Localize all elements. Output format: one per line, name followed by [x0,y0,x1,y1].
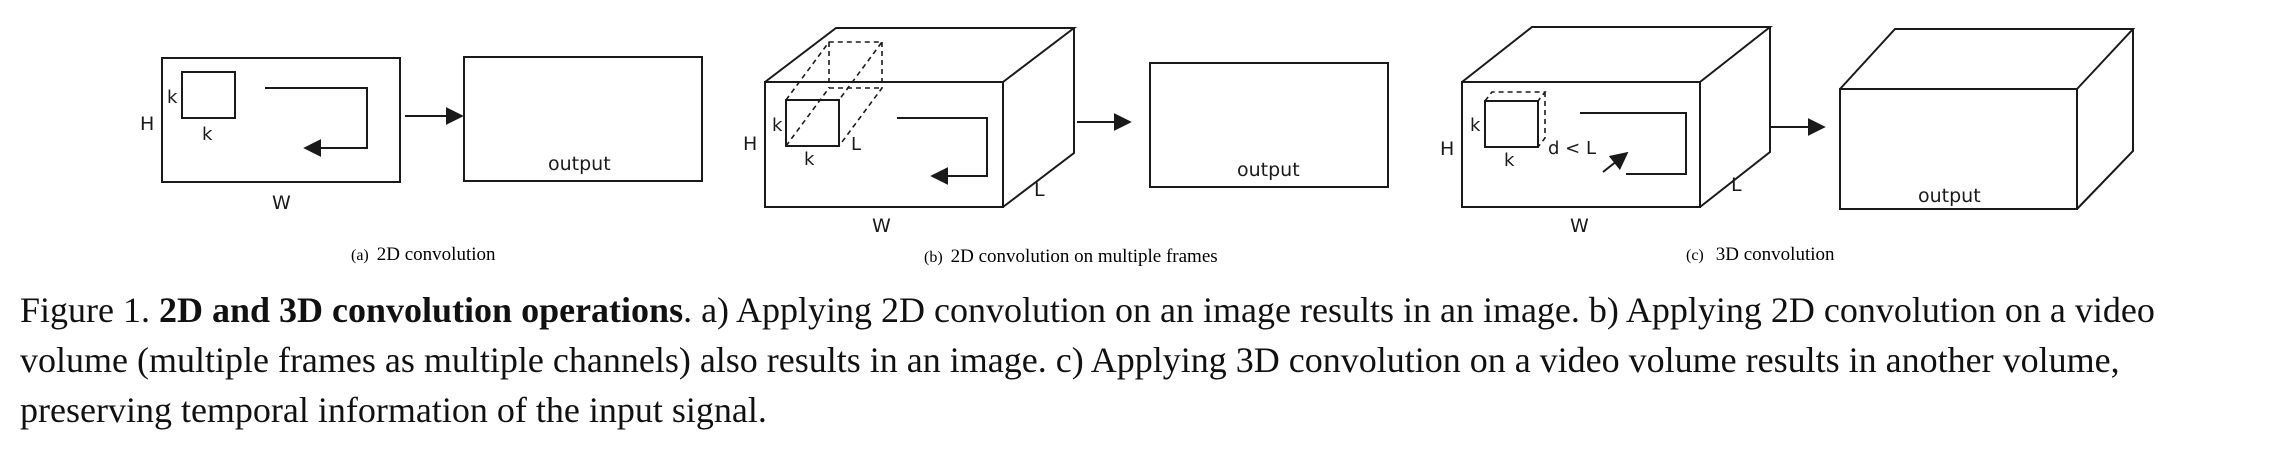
kernel-side-label: k [167,87,178,108]
kernel-front [785,99,840,147]
kernel-bottom-label: k [804,149,815,170]
dim-w-label: W [872,215,891,237]
input-volume-side [1699,27,1771,208]
panel-c [1461,26,2136,210]
input-volume-top [764,27,1077,83]
panel-b [764,27,1389,208]
dim-w-label: W [272,192,291,214]
dim-l-label: L [1731,174,1742,196]
dim-l-label: L [1034,179,1045,201]
output-label: output [548,153,611,175]
panel-letter: (b) [924,249,943,266]
panel-a-caption: (a) 2D convolution [351,244,496,265]
caption-prefix: Figure 1. [20,290,159,330]
kernel-side-label: k [1470,115,1481,136]
dim-w-label: W [1570,215,1589,237]
kernel-front [1484,100,1539,148]
kernel-depth-dashed [1484,91,1547,148]
sliding-path-top [1580,112,1687,175]
dim-h-label: H [1440,138,1454,160]
kernel-depth-label: d < L [1548,138,1596,159]
panel-caption-text: 2D convolution on multiple frames [951,246,1218,267]
caption-title: 2D and 3D convolution operations [159,290,684,330]
input-volume-top [1461,26,1773,83]
input-volume-front [1461,81,1701,208]
kernel-bottom-label: k [1504,150,1515,171]
panel-letter: (a) [351,247,369,264]
output-label: output [1918,185,1981,207]
caption-body: . a) Applying 2D convolution on an image… [20,290,2155,430]
output-image [463,56,703,182]
kernel-depth-dashed [785,41,884,147]
panel-a [161,56,703,183]
kernel-bottom-label: k [202,124,213,145]
sliding-path-arrow [1602,151,1629,173]
kernel-square [181,71,236,119]
output-volume-front [1839,88,2078,210]
output-volume-top [1839,28,2136,90]
sliding-path-arrow [265,87,368,157]
figure-caption: Figure 1. 2D and 3D convolution operatio… [20,285,2270,435]
input-volume-front [764,81,1004,208]
output-volume-side [2076,29,2134,210]
kernel-depth-label: L [851,134,861,155]
input-volume-side [1002,28,1075,208]
kernel-side-label: k [772,115,783,136]
output-image [1149,62,1389,188]
panel-b-caption: (b) 2D convolution on multiple frames [924,246,1218,267]
panel-caption-text: 2D convolution [377,244,496,265]
input-image [161,57,401,183]
panel-c-caption: (c) 3D convolution [1686,244,1835,265]
sliding-path-arrow [897,117,988,185]
panel-caption-text: 3D convolution [1716,244,1835,265]
output-label: output [1237,159,1300,181]
figure-diagram: H W k k output (a) 2D convolution H W L k… [140,26,2136,267]
panel-letter: (c) [1686,247,1704,264]
dim-h-label: H [743,133,757,155]
dim-h-label: H [140,113,154,135]
